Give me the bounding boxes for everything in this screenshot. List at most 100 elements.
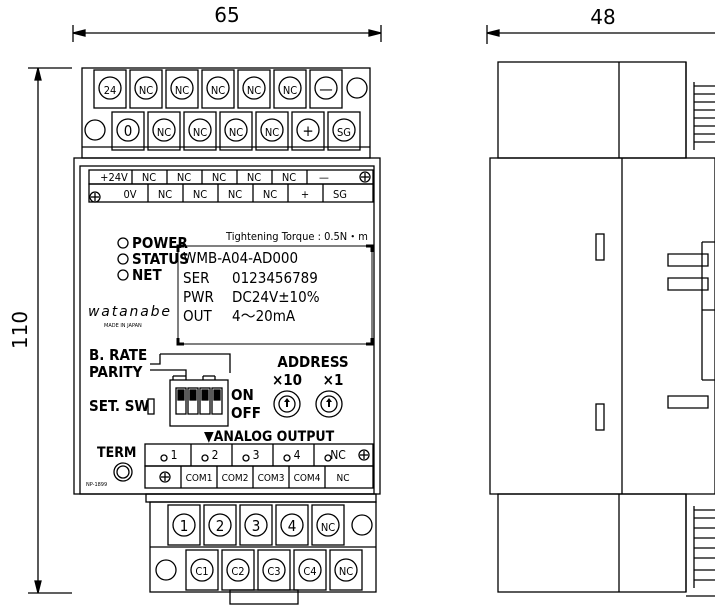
terminal-screw[interactable]: NC <box>255 111 289 151</box>
switch-section: B. RATE PARITY SET. SW ON OFF <box>89 346 261 427</box>
rotary-switch-x10[interactable] <box>273 390 301 418</box>
output-channel: 1 <box>171 448 178 462</box>
b-rate-label: B. RATE <box>89 346 147 364</box>
side-view <box>489 61 715 597</box>
off-label: OFF <box>231 404 261 422</box>
led-icon <box>117 253 129 265</box>
terminal-label: NC <box>283 84 297 97</box>
terminal-screw[interactable]: — <box>309 69 343 109</box>
terminal-label: C1 <box>195 565 208 578</box>
terminal-screw[interactable] <box>351 514 373 536</box>
led-power: POWER <box>117 234 188 252</box>
terminal-screw[interactable] <box>346 77 368 99</box>
terminal-screw[interactable]: NC <box>273 69 307 109</box>
terminal-screw[interactable] <box>155 559 177 581</box>
pwr-label: PWR <box>183 288 214 306</box>
cover-label: SG <box>333 188 347 201</box>
com-label: COM2 <box>222 473 249 484</box>
terminal-screw[interactable]: NC <box>183 111 217 151</box>
terminal-screw[interactable]: NC <box>237 69 271 109</box>
terminal-label: NC <box>157 126 171 139</box>
terminal-screw[interactable]: 1 <box>167 504 201 546</box>
terminal-screw[interactable]: 4 <box>275 504 309 546</box>
terminal-label: + <box>302 122 313 140</box>
led-net: NET <box>117 266 163 284</box>
cover-label: +24V <box>100 171 128 184</box>
led-label: POWER <box>132 234 188 252</box>
dip-switch[interactable] <box>170 380 228 426</box>
cover-label: NC <box>247 171 261 184</box>
address-x10-label: ×10 <box>272 371 302 389</box>
terminal-label: NC <box>211 84 225 97</box>
terminal-label: NC <box>321 521 335 534</box>
cover-label: NC <box>228 188 242 201</box>
cover-label: NC <box>263 188 277 201</box>
cover-label: — <box>319 171 329 184</box>
terminal-screw[interactable]: C2 <box>221 549 255 591</box>
output-channel: 4 <box>294 448 301 462</box>
led-status: STATUS <box>117 250 189 268</box>
terminal-screw[interactable]: 3 <box>239 504 273 546</box>
terminal-screw[interactable]: NC <box>147 111 181 151</box>
terminal-label: SG <box>337 126 351 139</box>
terminal-label: NC <box>229 126 243 139</box>
term-switch[interactable] <box>113 462 133 482</box>
terminal-screw[interactable]: 24 <box>93 69 127 109</box>
set-sw-label: SET. SW <box>89 397 149 415</box>
terminal-label: — <box>319 80 333 98</box>
com-label: COM1 <box>186 473 213 484</box>
cover-label: NC <box>142 171 156 184</box>
terminal-screw[interactable]: C3 <box>257 549 291 591</box>
ser-label: SER <box>183 269 209 287</box>
terminal-label: NC <box>175 84 189 97</box>
terminal-screw[interactable]: NC <box>219 111 253 151</box>
terminal-screw[interactable]: NC <box>311 504 345 546</box>
terminal-screw[interactable]: SG <box>327 111 361 151</box>
terminal-label: 3 <box>252 517 261 535</box>
led-label: STATUS <box>132 250 189 268</box>
terminal-label: NC <box>193 126 207 139</box>
analog-output-label: ▼ANALOG OUTPUT <box>204 429 335 445</box>
term-section: TERM NP-1899 <box>86 445 136 488</box>
cover-label: NC <box>282 171 296 184</box>
dim-depth: 48 <box>486 5 715 44</box>
terminal-screw[interactable]: NC <box>129 69 163 109</box>
terminal-screw[interactable]: 2 <box>203 504 237 546</box>
terminal-screw[interactable]: 0 <box>111 111 145 151</box>
led-label: NET <box>132 266 163 284</box>
led-icon <box>117 269 129 281</box>
part-number: NP-1899 <box>86 482 107 488</box>
nameplate: WMB-A04-AD000 SER 0123456789 PWR DC24V±1… <box>176 244 374 346</box>
pwr-value: DC24V±10% <box>232 288 320 306</box>
terminal-screw[interactable]: C1 <box>185 549 219 591</box>
terminal-screw[interactable]: NC <box>329 549 363 591</box>
terminal-screw[interactable]: + <box>291 111 325 151</box>
terminal-label: 4 <box>288 517 297 535</box>
rotary-switch-x1[interactable] <box>315 390 343 418</box>
parity-label: PARITY <box>89 363 143 381</box>
cover-label: 0V <box>123 188 136 201</box>
terminal-screw[interactable]: NC <box>201 69 235 109</box>
height-value: 110 <box>8 311 32 349</box>
cover-label: + <box>301 188 309 201</box>
ser-value: 0123456789 <box>232 269 318 287</box>
screw-icon <box>359 171 371 183</box>
terminal-label: C3 <box>267 565 280 578</box>
made-in-text: MADE IN JAPAN <box>104 323 142 329</box>
screw-icon <box>89 191 101 203</box>
terminal-screw[interactable]: NC <box>165 69 199 109</box>
terminal-screw[interactable]: C4 <box>293 549 327 591</box>
led-icon <box>117 237 129 249</box>
out-label: OUT <box>183 307 213 325</box>
on-label: ON <box>231 386 254 404</box>
terminal-screw[interactable] <box>84 119 106 141</box>
com-label: NC <box>336 473 349 484</box>
terminal-label: 0 <box>124 122 133 140</box>
screw-icon <box>358 449 370 461</box>
